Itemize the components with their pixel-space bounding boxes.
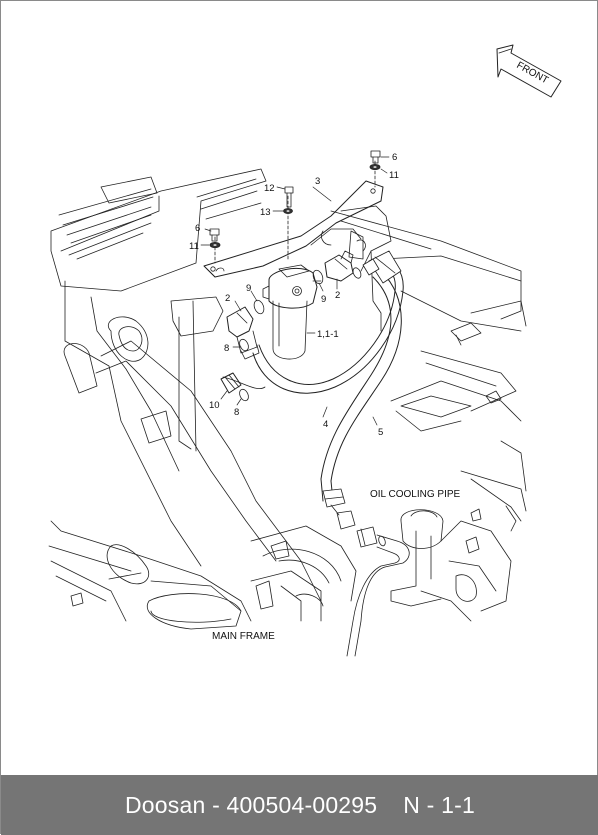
part-callout: 8 bbox=[224, 343, 229, 354]
oil-cooling-pipe-caption: OIL COOLING PIPE bbox=[370, 489, 461, 500]
part-callout: 4 bbox=[323, 419, 328, 430]
bolt-6-right bbox=[370, 150, 381, 164]
part-callout: 3 bbox=[315, 176, 320, 187]
washer-13 bbox=[283, 208, 293, 214]
main-frame-structure bbox=[48, 168, 527, 630]
part-callout: 1,1-1 bbox=[317, 329, 339, 340]
o-ring-9-right bbox=[312, 269, 324, 285]
elbow-fitting-2-right bbox=[324, 250, 354, 282]
part-callout: 9 bbox=[246, 283, 251, 294]
section-label: N - 1-1 bbox=[403, 791, 475, 818]
bolt-12 bbox=[284, 186, 294, 208]
part-callout: 6 bbox=[195, 223, 200, 234]
hose-5 bbox=[320, 250, 402, 530]
mounting-bracket bbox=[203, 180, 392, 332]
part-callout: 11 bbox=[189, 241, 199, 252]
front-arrow-icon bbox=[496, 44, 562, 98]
part-callout: 9 bbox=[321, 294, 326, 305]
part-number-label: Doosan - 400504-00295 bbox=[125, 791, 378, 818]
bolt-6-left bbox=[209, 228, 220, 242]
part-callout: 8 bbox=[234, 407, 239, 418]
assembly-axis-lines bbox=[214, 160, 376, 264]
oil-cooling-pipe bbox=[346, 526, 410, 657]
o-ring-right-hose bbox=[352, 267, 362, 279]
filter-assembly bbox=[262, 264, 322, 360]
part-callout: 2 bbox=[225, 293, 230, 304]
part-callout: 10 bbox=[209, 400, 220, 411]
o-ring-8-lower bbox=[239, 388, 249, 402]
main-frame-caption: MAIN FRAME bbox=[212, 631, 275, 642]
washer-11-left bbox=[209, 241, 221, 248]
part-callout: 6 bbox=[392, 152, 397, 163]
washer-11-right bbox=[369, 163, 381, 170]
part-callout: 11 bbox=[389, 170, 399, 181]
part-callout: 12 bbox=[264, 183, 275, 194]
callout-leaders bbox=[200, 156, 390, 426]
part-callout: 13 bbox=[260, 207, 271, 218]
elbow-fitting-2-left bbox=[226, 306, 260, 360]
exploded-parts-diagram: FRONT 6 11 12 3 13 6 11 2 9 9 2 1,1-1 8 … bbox=[48, 44, 562, 657]
footer-bar: Doosan - 400504-00295 N - 1-1 bbox=[1, 775, 598, 835]
part-callout: 2 bbox=[335, 290, 340, 301]
part-callout: 5 bbox=[378, 427, 383, 438]
o-ring-9-left bbox=[253, 299, 265, 315]
connector-10 bbox=[220, 372, 242, 394]
